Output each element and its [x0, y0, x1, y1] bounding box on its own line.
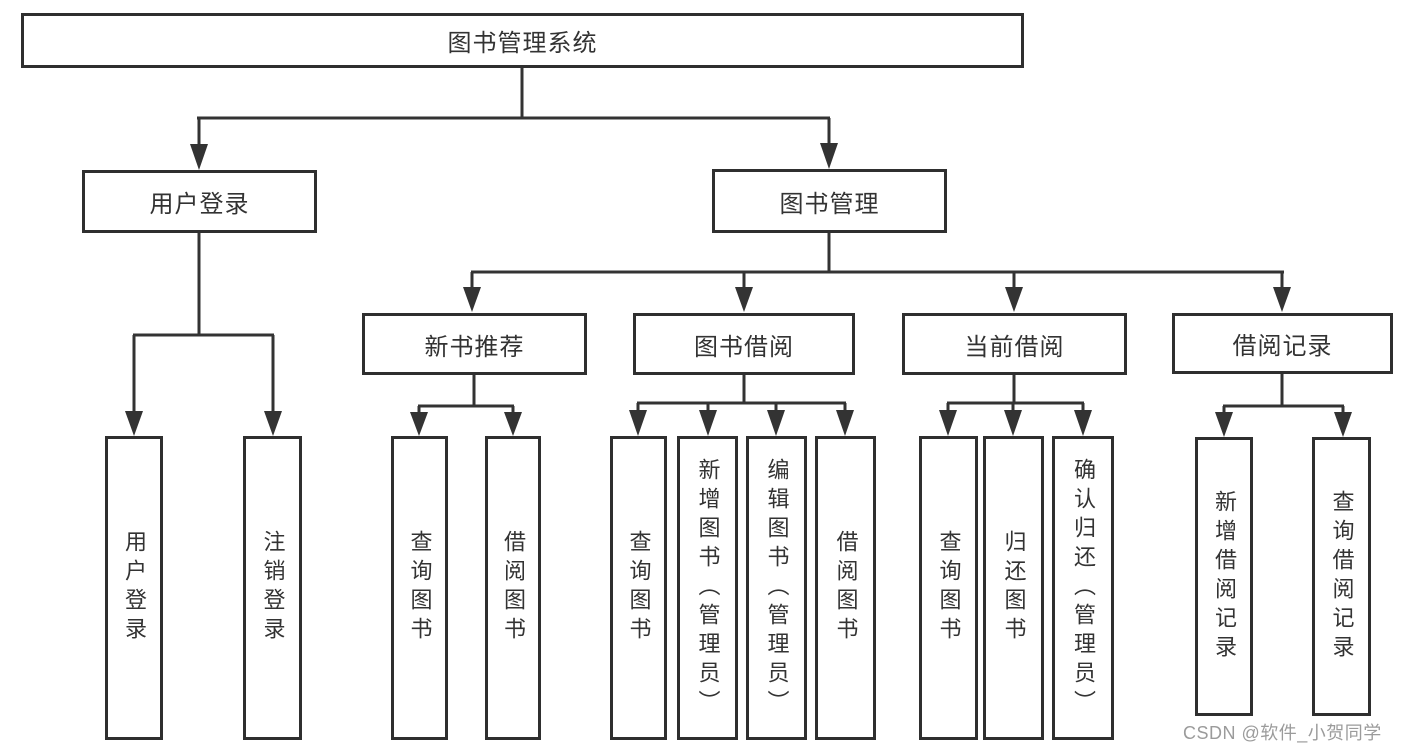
- node-book-borrow: 图书借阅: [633, 313, 855, 375]
- connector-user-login-to-leaves: [125, 233, 282, 436]
- node-borrow-records: 借阅记录: [1172, 313, 1393, 374]
- leaf-user-login: 用户登录: [105, 436, 163, 740]
- node-root: 图书管理系统: [21, 13, 1024, 68]
- connector-root-to-level2: [190, 68, 838, 170]
- leaf-return-books: 归还图书: [983, 436, 1044, 740]
- csdn-watermark: CSDN @软件_小贺同学: [1183, 723, 1382, 743]
- node-current-borrow: 当前借阅: [902, 313, 1127, 375]
- leaf-query-books-3: 查询图书: [919, 436, 978, 740]
- connector-current-borrow-to-leaves: [939, 375, 1092, 436]
- connector-new-book-to-leaves: [410, 375, 522, 436]
- leaf-borrow-books-2: 借阅图书: [815, 436, 876, 740]
- leaf-borrow-books-1: 借阅图书: [485, 436, 541, 740]
- leaf-add-books-admin: 新增图书（管理员）: [677, 436, 738, 740]
- node-book-management: 图书管理: [712, 169, 947, 233]
- node-new-book-recommend: 新书推荐: [362, 313, 587, 375]
- node-user-login: 用户登录: [82, 170, 317, 233]
- leaf-query-books-2: 查询图书: [610, 436, 667, 740]
- leaf-query-books-1: 查询图书: [391, 436, 448, 740]
- connector-book-management-to-level3: [463, 233, 1291, 312]
- connector-book-borrow-to-leaves: [629, 375, 854, 436]
- leaf-query-borrow-record: 查询借阅记录: [1312, 437, 1371, 716]
- leaf-confirm-return-admin: 确认归还（管理员）: [1052, 436, 1114, 740]
- leaf-logout: 注销登录: [243, 436, 302, 740]
- leaf-edit-books-admin: 编辑图书（管理员）: [746, 436, 807, 740]
- connector-borrow-records-to-leaves: [1215, 374, 1352, 437]
- leaf-add-borrow-record: 新增借阅记录: [1195, 437, 1253, 716]
